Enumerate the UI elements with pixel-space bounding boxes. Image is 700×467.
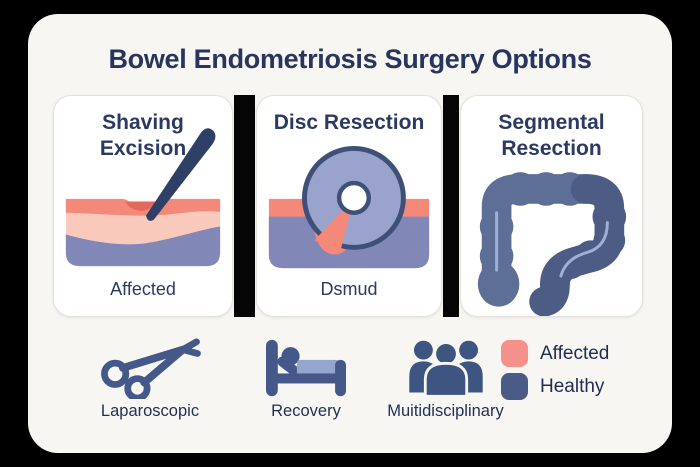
colon-illustration — [477, 172, 627, 316]
footer-item-recovery: Recovery — [244, 336, 368, 421]
panel-divider — [443, 95, 459, 317]
panel-caption: Affected — [110, 279, 176, 299]
footer-label: Laparoscopic — [100, 402, 200, 420]
footer-row: Laparoscopic Recovery — [28, 336, 672, 436]
footer-item-laparoscopic: Laparoscopic — [80, 336, 220, 421]
panel-shaving-excision: Shaving Excision Affected — [53, 95, 233, 317]
laparoscopic-instrument-icon — [94, 336, 206, 400]
page-title: Bowel Endometriosis Surgery Options — [108, 44, 592, 74]
panels-row: Shaving Excision Affected Disc Resection… — [28, 95, 672, 317]
tissue-scalpel-illustration — [65, 128, 221, 267]
panel-title: Segmental Resection — [498, 111, 605, 161]
infographic-card: Bowel Endometriosis Surgery Options Shav… — [28, 14, 672, 453]
legend-row-affected: Affected — [501, 340, 651, 367]
affected-color-swatch — [501, 340, 528, 367]
panel-segmental-resection: Segmental Resection — [460, 95, 643, 317]
footer-item-multidisciplinary: Muitidisciplinary — [373, 336, 518, 421]
hospital-bed-icon — [256, 336, 356, 400]
footer-label: Recovery — [271, 402, 341, 420]
legend-row-healthy: Healthy — [501, 373, 651, 400]
panel-divider — [234, 95, 255, 317]
legend-label: Affected — [540, 342, 610, 364]
footer-label: Muitidisciplinary — [387, 402, 504, 420]
tissue-disc-illustration — [268, 145, 430, 269]
people-group-icon — [396, 336, 496, 400]
panel-caption: Dsmud — [320, 279, 378, 299]
panel-disc-resection: Disc Resection Dsmud — [256, 95, 442, 317]
healthy-color-swatch — [501, 373, 528, 400]
panel-title: Shaving Excision — [99, 111, 187, 161]
legend-label: Healthy — [540, 375, 605, 397]
panel-title: Disc Resection — [273, 111, 425, 134]
legend: Affected Healthy — [501, 340, 651, 406]
